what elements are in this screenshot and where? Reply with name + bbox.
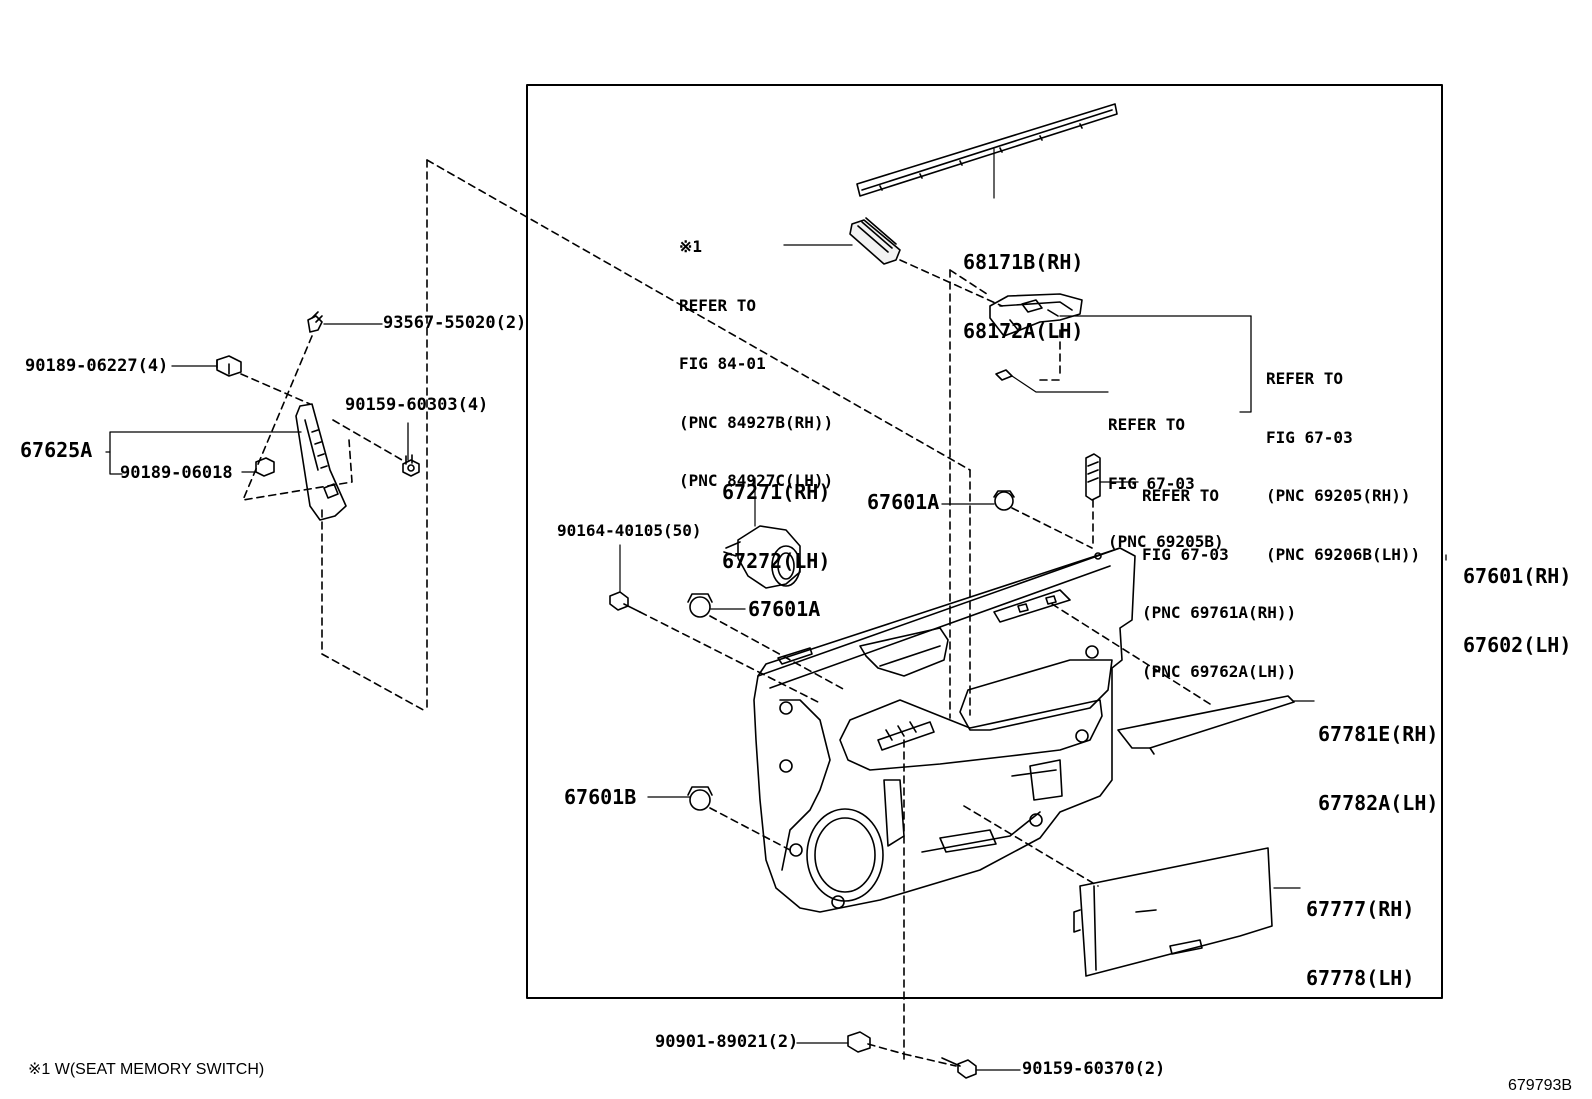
ornament-67781E-drawing xyxy=(1117,695,1295,755)
ref-link-fig-67-03[interactable]: FIG 67-03 xyxy=(1266,427,1353,447)
memory-switch-drawing xyxy=(849,217,901,265)
door-trim-panel-drawing xyxy=(753,547,1136,913)
assembly-frame xyxy=(526,84,1443,999)
long-dash-diagonal xyxy=(426,159,971,471)
callout-switch-base[interactable]: 67271(RH) 67272(LH) xyxy=(722,435,830,596)
part-number-90189-06018[interactable]: 90189-06018 xyxy=(120,463,233,483)
pocket-67777-drawing xyxy=(1073,847,1273,977)
part-number-67272[interactable]: 67272(LH) xyxy=(722,549,831,573)
leader-lines xyxy=(105,244,1447,1071)
handle-rod-drawing xyxy=(995,369,1013,381)
callout-weatherstrip[interactable]: 68171B(RH) 68172A(LH) xyxy=(963,205,1083,366)
ref-text: (PNC 69205B) xyxy=(1108,532,1224,551)
part-number-67602[interactable]: 67602(LH) xyxy=(1463,633,1572,657)
part-number-68172A[interactable]: 68172A(LH) xyxy=(963,319,1084,343)
ref-text: (PNC 84927B(RH)) xyxy=(679,412,834,432)
ref-link-fig-84-01[interactable]: FIG 84-01 xyxy=(679,354,766,373)
callout-ornament[interactable]: 67781E(RH) 67782A(LH) xyxy=(1318,677,1438,838)
ref-text: REFER TO xyxy=(1266,369,1344,388)
part-number-67782A[interactable]: 67782A(LH) xyxy=(1318,791,1439,815)
ref-text: REFER TO xyxy=(1142,486,1220,505)
inside-handle-drawing xyxy=(989,293,1083,337)
ref-text: (PNC 69206B(LH)) xyxy=(1266,544,1421,564)
ref-text: ※1 xyxy=(679,237,703,256)
ref-lock-knob: REFER TO FIG 67-03 (PNC 69761A(RH)) (PNC… xyxy=(1142,447,1296,701)
part-number-90189-06227[interactable]: 90189-06227(4) xyxy=(25,356,169,376)
ref-seat-memory-switch: ※1 REFER TO FIG 84-01 (PNC 84927B(RH)) (… xyxy=(679,198,833,510)
part-number-67601B[interactable]: 67601B xyxy=(564,785,637,809)
screw-93567-drawing xyxy=(307,311,323,333)
weatherstrip-drawing xyxy=(856,103,1118,197)
screw-90164-drawing xyxy=(609,591,641,613)
callout-door-trim-board[interactable]: 67601(RH) 67602(LH) xyxy=(1463,519,1571,680)
footnote: ※1 W(SEAT MEMORY SWITCH) xyxy=(28,1061,265,1078)
part-number-93567[interactable]: 93567-55020(2) xyxy=(383,313,527,333)
ref-text: (PNC 69761A(RH)) xyxy=(1142,603,1297,622)
ref-handle-rod: REFER TO FIG 67-03 (PNC 69205B) xyxy=(1108,376,1224,571)
clip-67601B-drawing xyxy=(687,786,713,811)
part-number-67601A-mid[interactable]: 67601A xyxy=(748,597,821,621)
part-number-67778[interactable]: 67778(LH) xyxy=(1306,966,1415,990)
part-number-67601[interactable]: 67601(RH) xyxy=(1463,564,1572,588)
part-number-67781E[interactable]: 67781E(RH) xyxy=(1318,722,1439,746)
bracket-dash-triangle xyxy=(242,335,353,501)
ref-text: (PNC 69205(RH)) xyxy=(1266,486,1411,505)
part-number-90901[interactable]: 90901-89021(2) xyxy=(655,1032,799,1052)
part-number-67601A-top[interactable]: 67601A xyxy=(867,490,940,514)
part-number-90164[interactable]: 90164-40105(50) xyxy=(557,521,702,540)
clip-67601A-top-drawing xyxy=(993,490,1015,511)
clip-90189-06018-drawing xyxy=(255,457,275,477)
figure-id: 679793B xyxy=(1508,1077,1573,1094)
bracket-dash-lower xyxy=(321,509,428,713)
ref-link-fig-67-03[interactable]: FIG 67-03 xyxy=(1108,473,1195,493)
part-number-67625A[interactable]: 67625A xyxy=(20,438,93,462)
clip-90189-06227-drawing xyxy=(216,355,242,377)
part-number-68171B[interactable]: 68171B(RH) xyxy=(963,250,1084,274)
ref-text: (PNC 84927C(LH)) xyxy=(679,471,834,490)
ref-text: (PNC 69762A(LH)) xyxy=(1142,661,1297,681)
lock-knob-drawing xyxy=(1085,453,1101,501)
part-number-67777[interactable]: 67777(RH) xyxy=(1306,897,1415,921)
part-number-90159-60303[interactable]: 90159-60303(4) xyxy=(345,395,489,415)
ref-text: REFER TO xyxy=(679,295,757,315)
switch-base-drawing xyxy=(723,525,801,589)
ref-inside-handle: REFER TO FIG 67-03 (PNC 69205(RH)) (PNC … xyxy=(1266,330,1420,584)
screw-90159-60370-drawing xyxy=(941,1057,977,1079)
ref-link-fig-67-03[interactable]: FIG 67-03 xyxy=(1142,544,1229,564)
part-number-90159-60370[interactable]: 90159-60370(2) xyxy=(1022,1059,1166,1079)
nut-90159-60303-drawing xyxy=(402,454,420,477)
clip-90901-drawing xyxy=(847,1031,871,1053)
callout-pocket[interactable]: 67777(RH) 67778(LH) xyxy=(1306,852,1414,1013)
part-number-67271[interactable]: 67271(RH) xyxy=(722,480,831,504)
clip-67601A-mid-drawing xyxy=(687,593,713,618)
ref-text: REFER TO xyxy=(1108,415,1186,434)
bracket-67625A-drawing xyxy=(295,403,347,521)
